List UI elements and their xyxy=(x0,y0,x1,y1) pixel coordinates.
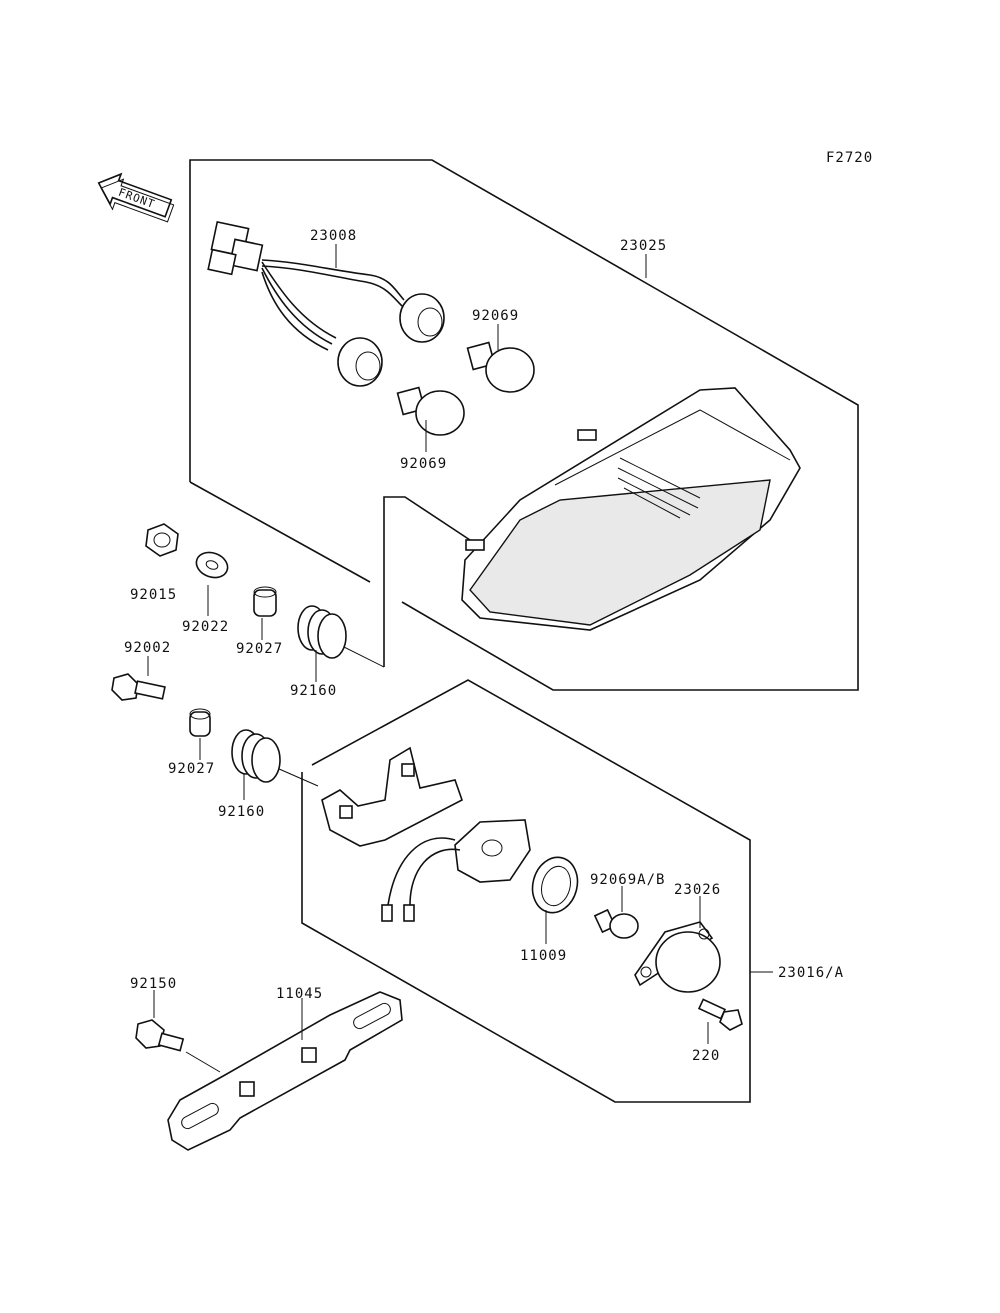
gasket xyxy=(531,856,579,914)
bulb-upper xyxy=(466,341,535,393)
callout-23025: 23025 xyxy=(620,238,667,254)
callout-92027-lower: 92027 xyxy=(168,761,215,777)
license-bulb xyxy=(593,908,639,939)
license-bracket xyxy=(167,991,403,1151)
license-lamp-cover xyxy=(634,921,721,993)
damper-lower xyxy=(231,729,281,783)
callout-23016a: 23016/A xyxy=(778,965,844,981)
callout-23008: 23008 xyxy=(310,228,357,244)
callout-92015: 92015 xyxy=(130,587,177,603)
front-arrow-icon: FRONT xyxy=(97,172,175,223)
nut xyxy=(145,523,179,557)
callout-92022: 92022 xyxy=(182,619,229,635)
callout-92069-lower: 92069 xyxy=(400,456,447,472)
callout-92160-upper: 92160 xyxy=(290,683,337,699)
callout-11045: 11045 xyxy=(276,986,323,1002)
bulb-lower xyxy=(396,386,465,436)
damper-upper xyxy=(297,605,347,659)
callout-92160-lower: 92160 xyxy=(218,804,265,820)
screw xyxy=(697,998,743,1031)
callout-23026: 23026 xyxy=(674,882,721,898)
callout-92069-upper: 92069 xyxy=(472,308,519,324)
license-lamp-socket xyxy=(381,819,531,922)
callout-92002: 92002 xyxy=(124,640,171,656)
wiring-harness xyxy=(207,221,445,387)
callout-92027-upper: 92027 xyxy=(236,641,283,657)
figure-code: F2720 xyxy=(826,150,873,166)
callout-92069ab: 92069A/B xyxy=(590,872,665,888)
bolt xyxy=(111,673,166,701)
license-lamp-group-outline xyxy=(301,679,751,1103)
license-lamp-bracket xyxy=(321,746,463,847)
collar-upper xyxy=(253,586,277,617)
callout-11009: 11009 xyxy=(520,948,567,964)
callout-92150: 92150 xyxy=(130,976,177,992)
callout-220: 220 xyxy=(692,1048,720,1064)
bracket-bolt xyxy=(135,1019,185,1052)
washer xyxy=(195,551,229,579)
callout-leaders xyxy=(147,244,773,1044)
tail-lamp-housing xyxy=(461,387,801,631)
collar-lower xyxy=(189,708,211,737)
leader-bracket-bolt xyxy=(185,1051,221,1073)
tail-lamp-group-outline xyxy=(189,159,859,691)
tail-lamp-group-outline-lower xyxy=(189,481,371,583)
tail-lamp-group-outline-inner xyxy=(383,496,471,667)
